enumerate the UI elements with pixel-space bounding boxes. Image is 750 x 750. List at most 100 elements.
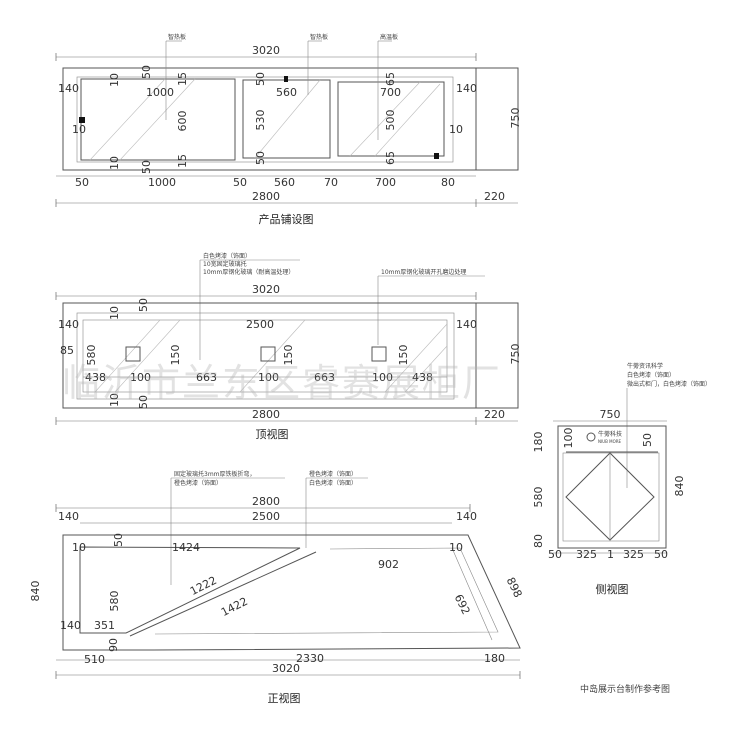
layout-dim-15-bot: 15 — [176, 154, 189, 168]
layout-dim-15-top: 15 — [176, 72, 189, 86]
top-hole-2 — [260, 346, 276, 362]
front-left-window — [79, 546, 301, 634]
top-dim-10-bot: 10 — [108, 393, 121, 407]
layout-dim-b220: 220 — [484, 190, 505, 203]
layout-dim-b1000: 1000 — [148, 176, 176, 189]
top-dim-140-left: 140 — [58, 318, 79, 331]
layout-dim-50-cell2-bot: 50 — [254, 151, 267, 165]
side-note-1: 牛蒡资讯科学 — [627, 362, 663, 370]
top-dim-100b: 100 — [258, 371, 279, 384]
layout-dim-b50b: 50 — [233, 176, 247, 189]
top-note-2: 10宽固定玻璃托 — [203, 260, 247, 268]
side-logo-cn: 牛蒡科技 — [598, 430, 622, 438]
front-dim-1222: 1222 — [188, 574, 219, 598]
layout-dim-50-top: 50 — [140, 65, 153, 79]
top-dim-85: 85 — [60, 344, 74, 357]
layout-view-title: 产品铺设图 — [259, 212, 314, 226]
top-dim-750: 750 — [509, 344, 522, 365]
top-dim-2500: 2500 — [246, 318, 274, 331]
top-dim-b2800: 2800 — [252, 408, 280, 421]
side-note-3: 微出式柜门，白色烤漆（饰面） — [627, 380, 711, 388]
top-glass-panel — [82, 319, 448, 393]
top-dim-50-top: 50 — [137, 298, 150, 312]
layout-dim-b2800: 2800 — [252, 190, 280, 203]
layout-dim-10-bot: 10 — [108, 156, 121, 170]
layout-dim-b80: 80 — [441, 176, 455, 189]
front-dim-840: 840 — [29, 581, 42, 602]
layout-dim-3020: 3020 — [252, 44, 280, 57]
top-view-title: 顶视图 — [256, 427, 289, 441]
front-dim-b90: 90 — [107, 638, 120, 652]
top-dim-50-bot: 50 — [137, 395, 150, 409]
layout-dim-b50a: 50 — [75, 176, 89, 189]
front-view-title: 正视图 — [268, 691, 301, 705]
front-dim-b351: 351 — [94, 619, 115, 632]
front-dim-692: 692 — [452, 592, 473, 617]
front-note-mid-1: 橙色烤漆（饰面） — [309, 470, 357, 478]
side-dim-50: 50 — [641, 433, 654, 447]
top-outer-frame — [62, 302, 519, 409]
top-note-1: 白色烤漆（饰面） — [203, 252, 251, 260]
layout-label-warm-mid: 智热板 — [310, 33, 328, 41]
front-dim-10-right: 10 — [449, 541, 463, 554]
layout-dim-65-bot: 65 — [384, 151, 397, 165]
layout-dim-b700: 700 — [375, 176, 396, 189]
side-view: 牛蒡资讯科学 白色烤漆（饰面） 微出式柜门，白色烤漆（饰面） 750 牛蒡科技 … — [532, 362, 711, 596]
side-dim-840: 840 — [673, 476, 686, 497]
side-dim-b50a: 50 — [548, 548, 562, 561]
top-dim-100c: 100 — [372, 371, 393, 384]
side-logo-en: NIUB MORE — [598, 439, 621, 444]
front-dim-50: 50 — [112, 533, 125, 547]
layout-dim-750: 750 — [509, 108, 522, 129]
side-dim-750: 750 — [600, 408, 621, 421]
side-note-2: 白色烤漆（饰面） — [627, 371, 675, 379]
front-dim-580: 580 — [108, 591, 121, 612]
side-dim-b50b: 50 — [654, 548, 668, 561]
layout-dim-50-cell2-top: 50 — [254, 72, 267, 86]
front-note-left-2: 橙色烤漆（饰面） — [174, 479, 222, 487]
layout-outer-frame — [62, 67, 519, 171]
front-dim-140-left: 140 — [58, 510, 79, 523]
front-outline — [62, 534, 521, 651]
layout-dim-140-right: 140 — [456, 82, 477, 95]
side-door-panel — [562, 452, 660, 542]
top-dim-150b: 150 — [282, 345, 295, 366]
front-dim-10-left: 10 — [72, 541, 86, 554]
top-dim-663a: 663 — [196, 371, 217, 384]
top-dim-10-top: 10 — [108, 306, 121, 320]
side-dim-100: 100 — [562, 428, 575, 449]
front-view: 固定玻璃托3mm厚铁板折弯， 橙色烤漆（饰面） 橙色烤漆（饰面） 白色烤漆（饰面… — [29, 470, 525, 705]
layout-cell-3 — [337, 81, 445, 157]
front-dim-1422: 1422 — [219, 595, 250, 619]
side-dim-180: 180 — [532, 432, 545, 453]
layout-label-warm-left: 智热板 — [168, 33, 186, 41]
layout-dim-1000: 1000 — [146, 86, 174, 99]
top-view: 白色烤漆（饰面） 10宽固定玻璃托 10mm厚钢化玻璃（耐高温处理） 10mm厚… — [55, 252, 522, 441]
top-dim-663b: 663 — [314, 371, 335, 384]
side-outer-frame — [557, 425, 667, 549]
front-dim-2500: 2500 — [252, 510, 280, 523]
front-dim-1424: 1424 — [172, 541, 200, 554]
top-dim-580: 580 — [85, 345, 98, 366]
layout-dim-10-left: 10 — [72, 123, 86, 136]
layout-dim-50-bot: 50 — [140, 160, 153, 174]
layout-dim-10-right: 10 — [449, 123, 463, 136]
top-dim-3020: 3020 — [252, 283, 280, 296]
layout-dim-600: 600 — [176, 111, 189, 132]
top-note-3: 10mm厚钢化玻璃（耐高温处理） — [203, 268, 294, 276]
side-dim-580: 580 — [532, 487, 545, 508]
front-dim-b180: 180 — [484, 652, 505, 665]
top-dim-b220: 220 — [484, 408, 505, 421]
front-dim-2800: 2800 — [252, 495, 280, 508]
layout-dim-65-top: 65 — [384, 72, 397, 86]
top-dim-100a: 100 — [130, 371, 151, 384]
watermark: 临沂市兰东区睿赛展柜厂 — [62, 361, 502, 405]
layout-dim-560: 560 — [276, 86, 297, 99]
layout-dim-530: 530 — [254, 110, 267, 131]
top-dim-438b: 438 — [412, 371, 433, 384]
front-dim-b2330: 2330 — [296, 652, 324, 665]
top-note-4: 10mm厚钢化玻璃开孔磨边处理 — [381, 268, 466, 276]
front-dim-898: 898 — [504, 575, 525, 600]
layout-dim-140-left: 140 — [58, 82, 79, 95]
